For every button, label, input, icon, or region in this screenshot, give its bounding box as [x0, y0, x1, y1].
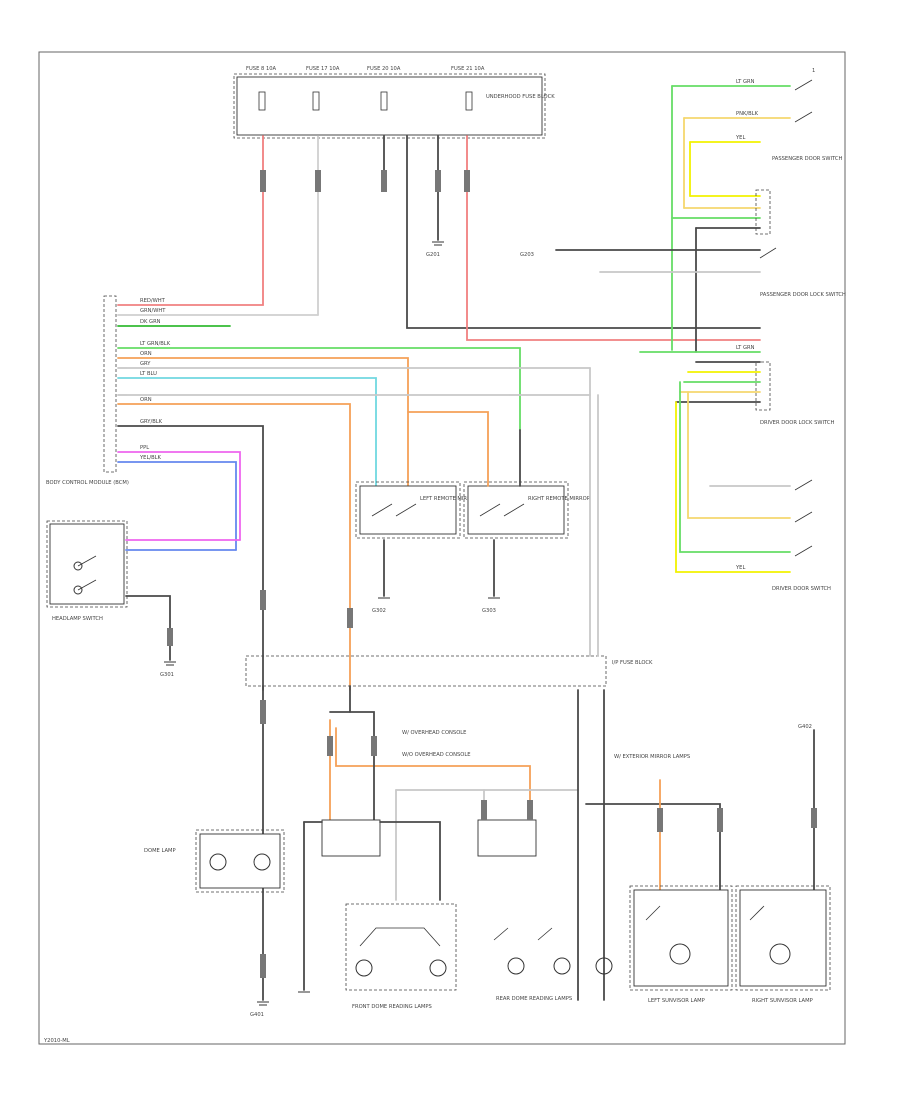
svg-text:W/O OVERHEAD CONSOLE: W/O OVERHEAD CONSOLE [402, 752, 471, 758]
front-dome-reading-lamps: FRONT DOME READING LAMPS [345, 903, 457, 1010]
connector-markers-top [260, 170, 470, 192]
svg-text:LT GRN/BLK: LT GRN/BLK [140, 341, 171, 347]
svg-text:BODY CONTROL MODULE (BCM): BODY CONTROL MODULE (BCM) [46, 480, 129, 486]
right-sunvisor-lamp: RIGHT SUNVISOR LAMP [735, 885, 831, 1004]
svg-text:PNK/BLK: PNK/BLK [736, 111, 759, 117]
passenger-door-switch: PASSENGER DOOR SWITCH [772, 79, 842, 162]
svg-text:PPL: PPL [140, 445, 149, 451]
svg-text:GRY: GRY [140, 361, 151, 367]
svg-text:DK GRN: DK GRN [140, 319, 161, 325]
ground-mirror-left-label: G302 [372, 608, 386, 614]
dome-lamp: DOME LAMP [144, 829, 285, 893]
left-remote-mirror: LEFT REMOTE MIRROR [355, 481, 479, 539]
svg-text:LEFT SUNVISOR LAMP: LEFT SUNVISOR LAMP [648, 998, 705, 1004]
rear-dome-reading-lamps: REAR DOME READING LAMPS [493, 927, 613, 1002]
headlamp-switch [46, 520, 128, 608]
front-dome-connector-left [321, 819, 381, 857]
footer-id: Y2010-ML [43, 1038, 70, 1044]
svg-text:DOME LAMP: DOME LAMP [144, 848, 176, 854]
ground-top-icon [432, 241, 444, 246]
svg-text:FUSE 17 10A: FUSE 17 10A [306, 66, 340, 72]
ground-top-label: G201 [426, 252, 440, 258]
driver-door-lock-switch: DRIVER DOOR LOCK SWITCH [755, 361, 835, 426]
ground-bottom-right-label: G402 [798, 724, 812, 730]
svg-text:W/ OVERHEAD CONSOLE: W/ OVERHEAD CONSOLE [402, 730, 466, 736]
svg-text:FUSE 20 10A: FUSE 20 10A [367, 66, 401, 72]
svg-text:LEFT REMOTE MIRROR: LEFT REMOTE MIRROR [420, 496, 479, 502]
front-dome-connector-right [477, 819, 537, 857]
fuse-block-top: FUSE 8 10A FUSE 17 10A FUSE 20 10A FUSE … [233, 66, 555, 139]
ground-bottom-left-label: G401 [250, 1012, 264, 1018]
svg-text:ORN: ORN [140, 351, 152, 357]
svg-text:GRY/BLK: GRY/BLK [140, 419, 163, 425]
ground-mirror-right-label: G303 [482, 608, 496, 614]
driver-door-switch: DRIVER DOOR SWITCH [772, 479, 831, 592]
svg-text:DRIVER DOOR SWITCH: DRIVER DOOR SWITCH [772, 586, 831, 592]
svg-text:FUSE 8 10A: FUSE 8 10A [246, 66, 277, 72]
connector-ipfb-2 [260, 590, 266, 610]
connector-markers-lower [260, 700, 817, 978]
svg-text:I/P FUSE BLOCK: I/P FUSE BLOCK [612, 660, 653, 666]
svg-text:W/ EXTERIOR MIRROR LAMPS: W/ EXTERIOR MIRROR LAMPS [614, 754, 690, 760]
svg-text:YEL: YEL [735, 565, 745, 571]
svg-text:REAR DOME READING LAMPS: REAR DOME READING LAMPS [496, 996, 572, 1002]
svg-text:UNDERHOOD FUSE BLOCK: UNDERHOOD FUSE BLOCK [486, 94, 555, 100]
ground-bottom-icons [257, 991, 310, 1006]
page-frame [38, 51, 846, 1045]
svg-text:LT GRN: LT GRN [736, 345, 755, 351]
ground-right-mid-label: G203 [520, 252, 534, 258]
connector-ipfb-1 [347, 608, 353, 628]
right-remote-mirror: RIGHT REMOTE MIRROR [463, 481, 591, 539]
svg-text:GRN/WHT: GRN/WHT [140, 308, 166, 314]
svg-text:RIGHT SUNVISOR LAMP: RIGHT SUNVISOR LAMP [752, 998, 813, 1004]
right-wire-labels: LT GRN PNK/BLK YEL LT GRN YEL [735, 79, 759, 571]
svg-text:RIGHT REMOTE MIRROR: RIGHT REMOTE MIRROR [528, 496, 591, 502]
svg-text:LT BLU: LT BLU [140, 371, 157, 377]
svg-text:FRONT DOME READING LAMPS: FRONT DOME READING LAMPS [352, 1004, 432, 1010]
ip-fuse-block: I/P FUSE BLOCK [245, 655, 653, 687]
ground-left-label: G301 [160, 672, 174, 678]
svg-text:YEL/BLK: YEL/BLK [139, 455, 162, 461]
svg-text:ORN: ORN [140, 397, 152, 403]
svg-text:PASSENGER DOOR SWITCH: PASSENGER DOOR SWITCH [772, 156, 842, 162]
svg-text:DRIVER DOOR LOCK SWITCH: DRIVER DOOR LOCK SWITCH [760, 420, 835, 426]
svg-text:YEL: YEL [735, 135, 745, 141]
page-number: 1 [812, 68, 815, 74]
note-labels: W/ OVERHEAD CONSOLE W/O OVERHEAD CONSOLE… [402, 730, 690, 760]
svg-text:RED/WHT: RED/WHT [140, 298, 166, 304]
fuse-icon [258, 91, 473, 111]
bcm-wire-labels: RED/WHT GRN/WHT DK GRN LT GRN/BLK ORN GR… [139, 298, 171, 461]
passenger-door-lock-switch: PASSENGER DOOR LOCK SWITCH [755, 189, 846, 298]
svg-text:FUSE 21 10A: FUSE 21 10A [451, 66, 485, 72]
left-sunvisor-lamp: LEFT SUNVISOR LAMP [629, 885, 733, 1004]
svg-text:LT GRN: LT GRN [736, 79, 755, 85]
svg-text:PASSENGER DOOR LOCK SWITCH: PASSENGER DOOR LOCK SWITCH [760, 292, 846, 298]
body-control-module: BODY CONTROL MODULE (BCM) [46, 295, 129, 486]
headlamp-switch-label: HEADLAMP SWITCH [52, 616, 103, 622]
connector-headlamp [167, 628, 173, 646]
ground-left-icon [164, 661, 176, 666]
